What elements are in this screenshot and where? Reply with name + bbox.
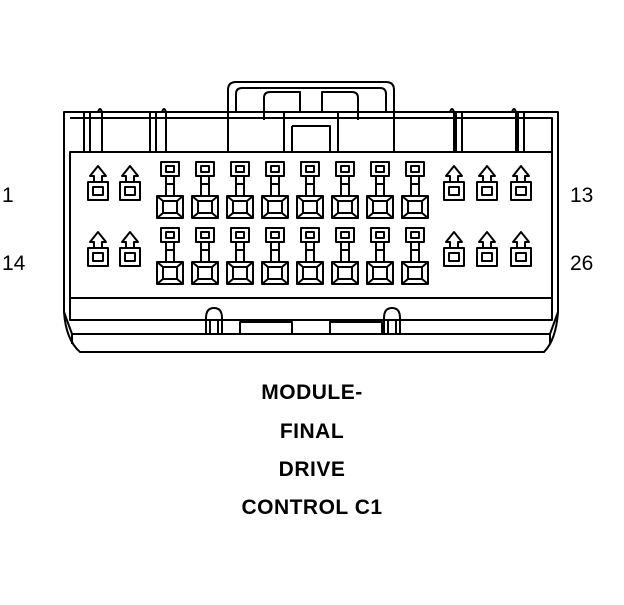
pin-label-1: 1	[2, 184, 14, 207]
terminal-11	[443, 165, 465, 201]
terminal-24	[443, 231, 465, 267]
terminal-7	[296, 161, 324, 219]
latch	[227, 81, 395, 152]
terminal-1	[87, 165, 109, 201]
terminal-cavities	[87, 161, 532, 285]
pin-label-26: 26	[570, 252, 594, 275]
terminal-10	[401, 161, 429, 219]
terminal-4	[191, 161, 219, 219]
caption-line-3: DRIVE	[278, 458, 346, 481]
terminal-12	[476, 165, 498, 201]
terminal-3	[156, 161, 184, 219]
terminal-6	[261, 161, 289, 219]
terminal-13	[510, 165, 532, 201]
terminal-18	[226, 227, 254, 285]
caption-line-4: CONTROL C1	[241, 496, 383, 519]
terminal-23	[401, 227, 429, 285]
terminal-8	[331, 161, 359, 219]
terminal-17	[191, 227, 219, 285]
terminal-21	[331, 227, 359, 285]
caption-line-2: FINAL	[279, 420, 345, 443]
terminal-15	[119, 231, 141, 267]
terminal-14	[87, 231, 109, 267]
caption-line-1: MODULE-	[261, 381, 363, 404]
terminal-9	[366, 161, 394, 219]
housing	[63, 108, 559, 353]
terminal-25	[476, 231, 498, 267]
terminal-22	[366, 227, 394, 285]
terminal-5	[226, 161, 254, 219]
terminal-16	[156, 227, 184, 285]
terminal-20	[296, 227, 324, 285]
terminal-19	[261, 227, 289, 285]
terminal-2	[119, 165, 141, 201]
pin-label-14: 14	[2, 252, 26, 275]
pin-label-13: 13	[570, 184, 594, 207]
terminal-26	[510, 231, 532, 267]
